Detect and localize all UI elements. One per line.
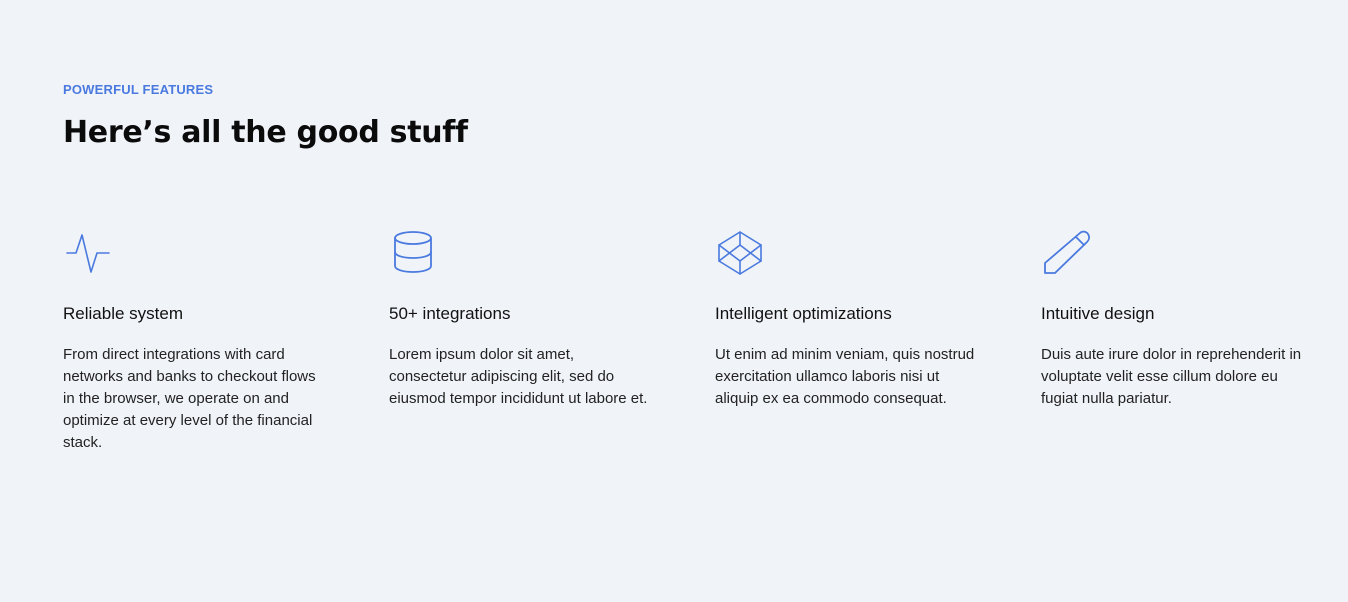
activity-icon [63,228,113,278]
features-section: POWERFUL FEATURES Here’s all the good st… [63,0,1348,602]
features-grid: Reliable system From direct integrations… [63,228,1348,478]
feature-description: Ut enim ad minim veniam, quis nostrud ex… [715,346,975,407]
pen-icon [1041,228,1091,278]
feature-description: Lorem ipsum dolor sit amet, consectetur … [389,346,648,407]
feature-title: Intuitive design [1041,304,1155,323]
feature-title: Reliable system [63,304,183,323]
feature-description: From direct integrations with card netwo… [63,346,316,451]
feature-description: Duis aute irure dolor in reprehenderit i… [1041,346,1302,407]
feature-title: Intelligent optimizations [715,304,892,323]
codepen-icon [715,228,765,278]
feature-title: 50+ integrations [389,304,511,323]
section-headline: Here’s all the good stuff [63,115,468,150]
section-eyebrow: POWERFUL FEATURES [63,82,214,97]
database-icon [389,228,439,278]
